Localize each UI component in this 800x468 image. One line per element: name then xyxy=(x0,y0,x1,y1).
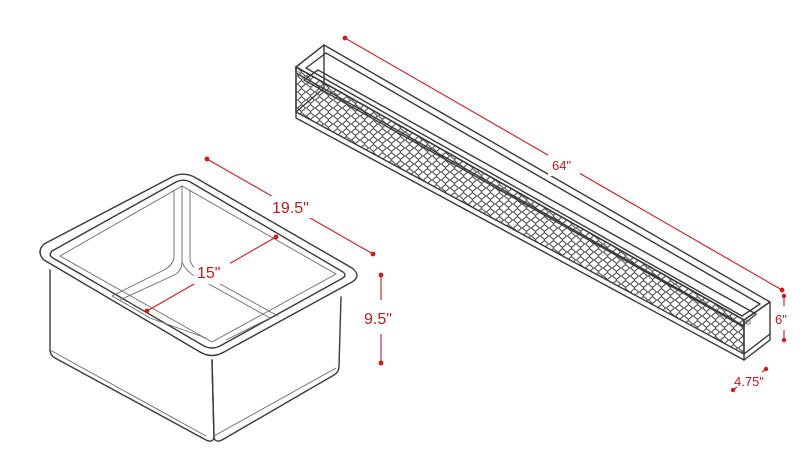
basket-top-face xyxy=(295,44,771,321)
basket-end-face-left xyxy=(295,44,325,113)
sink-width-label: 15" xyxy=(197,265,220,282)
sink-drawing xyxy=(39,173,358,442)
basket-height-dimension: 6" xyxy=(775,293,787,343)
sink-length-label: 19.5" xyxy=(272,200,309,217)
basket-drawing xyxy=(295,44,771,361)
sink-depth-dimension: 9.5" xyxy=(364,272,392,366)
sink-front-face xyxy=(49,269,215,442)
sink-rim xyxy=(39,173,358,357)
sink-width-dimension: 15" xyxy=(144,234,279,314)
basket-height-label: 6" xyxy=(775,312,787,327)
sink-basin xyxy=(59,185,337,343)
basket-width-dimension: 4.75" xyxy=(730,366,769,393)
sink-depth-label: 9.5" xyxy=(364,311,392,328)
sink-side-face xyxy=(211,296,342,442)
basket-length-label: 64" xyxy=(552,158,571,173)
basket-width-label: 4.75" xyxy=(734,374,764,389)
sink-length-dimension: 19.5" xyxy=(204,156,376,257)
basket-length-dimension: 64" xyxy=(342,35,785,293)
